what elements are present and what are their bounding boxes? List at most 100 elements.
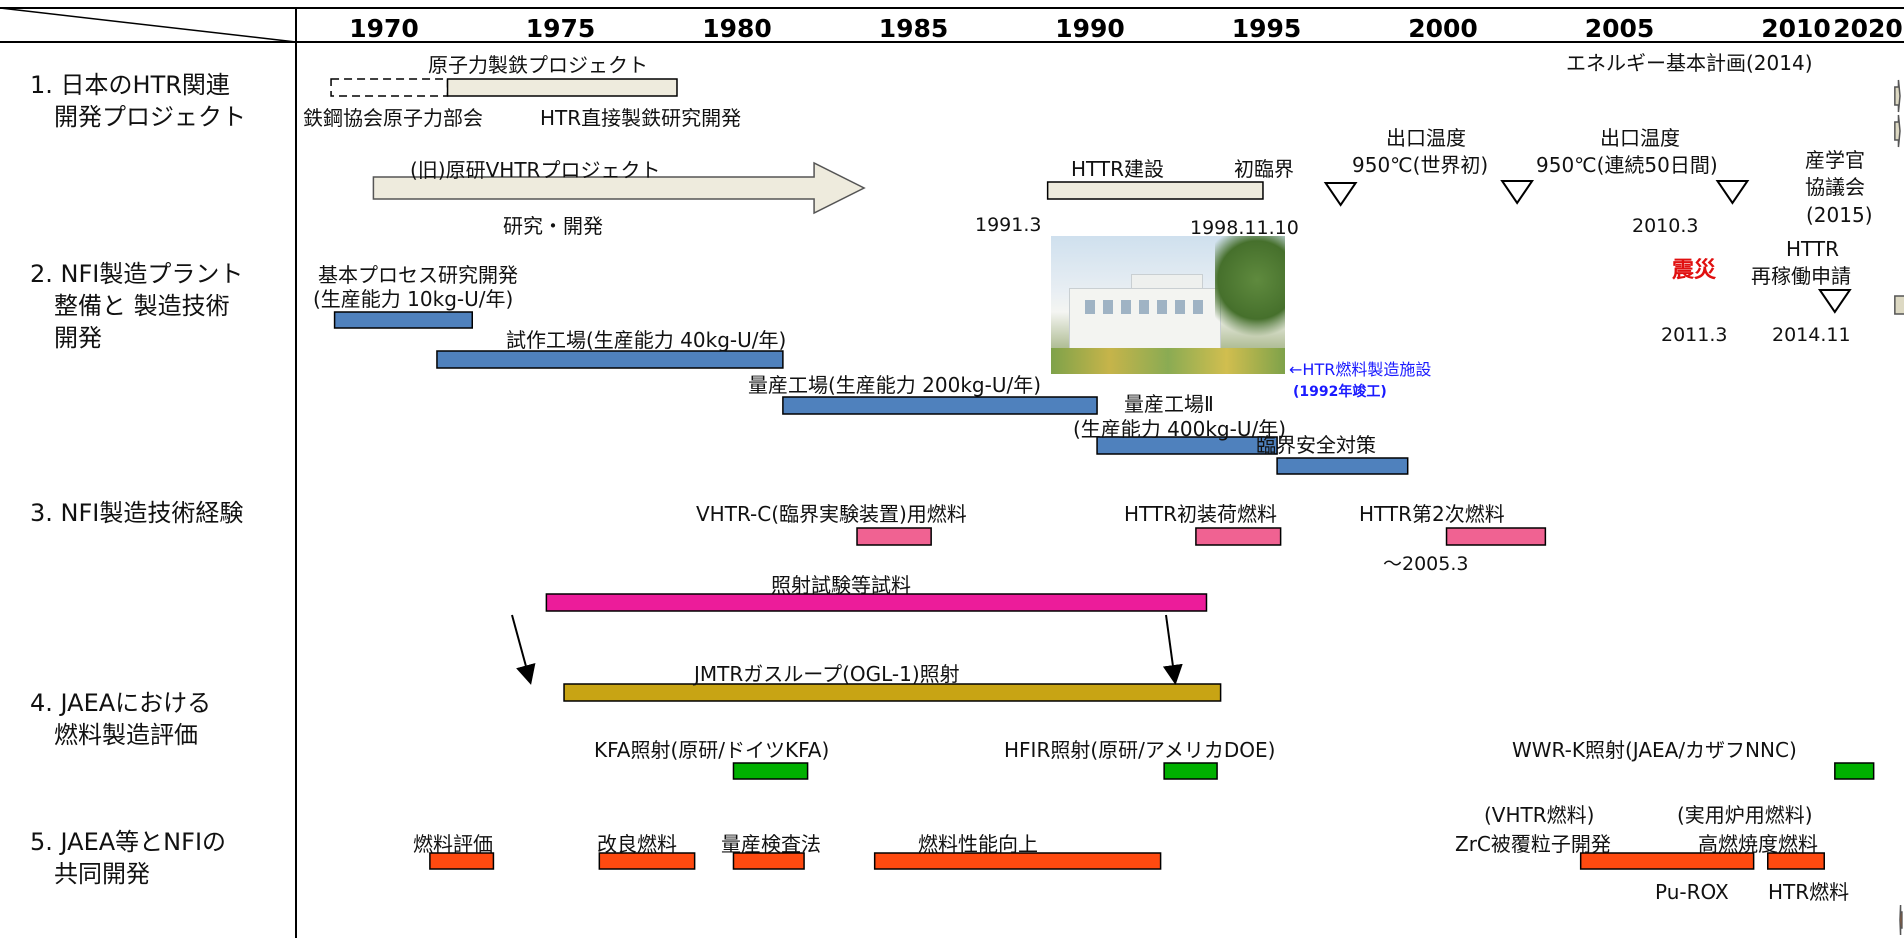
label-council-3: (2015): [1806, 203, 1873, 227]
httr-construction-bar: [1048, 182, 1263, 199]
first-criticality-marker: [1326, 183, 1356, 205]
label-date-1991: 1991.3: [975, 214, 1041, 236]
text-layer: 原子力製鉄プロジェクト 鉄鋼協会原子力部会 HTR直接製鉄研究開発 エネルギー基…: [303, 51, 1873, 904]
energy-plan-arrow-1: [1895, 80, 1900, 112]
label-continuous-50: 950℃(連続50日間): [1536, 153, 1718, 177]
row-label-2-line-1: 2. NFI製造プラント: [30, 258, 243, 290]
httr-second-fuel-bar: [1447, 528, 1546, 545]
row-label-1-line-1: 1. 日本のHTR関連: [30, 69, 246, 101]
prototype-plant-bar: [437, 351, 783, 368]
label-mass-plant2-2: (生産能力 400kg-U/年): [1073, 417, 1286, 441]
label-mass-inspection: 量産検査法: [721, 832, 821, 856]
label-irr-samples: 照射試験等試料: [771, 573, 911, 597]
connector-right-arrow: [1166, 615, 1175, 681]
row-label-2: 2. NFI製造プラント 整備と 製造技術 開発: [30, 258, 243, 354]
world-first-950c-marker: [1502, 181, 1532, 203]
facility-grass: [1051, 348, 1285, 374]
jmtr-loop-bar: [564, 684, 1221, 701]
energy-plan-arrow-2: [1895, 115, 1900, 147]
label-practical-fuel: (実用炉用燃料): [1677, 803, 1813, 827]
facility-tree: [1215, 236, 1285, 346]
row-label-2-line-2: 整備と 製造技術: [30, 290, 243, 322]
label-rnd: 研究・開発: [503, 214, 603, 238]
label-old-vhtr: (旧)原研VHTRプロジェクト: [410, 158, 660, 182]
label-basic-process-2: (生産能力 10kg-U/年): [313, 287, 513, 311]
label-earthquake: 震災: [1672, 258, 1717, 283]
connector-left-arrow: [512, 615, 530, 681]
httr-initial-fuel-bar: [1196, 528, 1281, 545]
row-label-4-line-1: 4. JAEAにおける: [30, 687, 211, 719]
label-restart-1: HTTR: [1786, 237, 1839, 261]
label-htr-fuel: HTR燃料: [1768, 880, 1849, 904]
label-htr-steel: HTR直接製鉄研究開発: [540, 106, 741, 130]
label-fuel-eval: 燃料評価: [413, 832, 493, 856]
year-label-2010: 2010: [1761, 14, 1831, 43]
label-httr-initial: HTTR初装荷燃料: [1124, 502, 1277, 526]
nuclear-steel-bar: [448, 79, 677, 96]
wwrk-irradiation-bar: [1835, 763, 1874, 779]
kfa-irradiation-bar: [733, 763, 807, 779]
label-date-2010: 2010.3: [1632, 215, 1698, 237]
year-label-1985: 1985: [879, 14, 949, 43]
label-kfa: KFA照射(原研/ドイツKFA): [594, 738, 829, 762]
row-label-5: 5. JAEA等とNFIの 共同開発: [30, 826, 226, 890]
label-steel-assoc: 鉄鋼協会原子力部会: [303, 106, 483, 130]
vhtrc-fuel-bar: [857, 528, 931, 545]
hfir-irradiation-bar: [1164, 763, 1217, 779]
fuel-facility-photo: [1051, 236, 1285, 374]
steel-dashed-bar: [331, 79, 447, 96]
label-hfir: HFIR照射(原研/アメリカDOE): [1004, 738, 1275, 762]
label-photo-caption-2: (1992年竣工): [1293, 383, 1387, 400]
label-mass-plant: 量産工場(生産能力 200kg-U/年): [748, 373, 1041, 397]
label-steel-project: 原子力製鉄プロジェクト: [428, 53, 648, 77]
row-label-4: 4. JAEAにおける 燃料製造評価: [30, 687, 211, 751]
milestones-layer: [1326, 181, 1850, 312]
label-high-burnup: 高燃焼度燃料: [1698, 832, 1818, 856]
year-label-2000: 2000: [1408, 14, 1478, 43]
facility-building: [1069, 288, 1221, 352]
label-vhtr-fuel: (VHTR燃料): [1484, 803, 1594, 827]
label-httr-construction: HTTR建設: [1071, 157, 1164, 181]
row-label-4-line-2: 燃料製造評価: [30, 719, 211, 751]
label-httr-second: HTTR第2次燃料: [1359, 502, 1505, 526]
label-improved-fuel: 改良燃料: [597, 832, 677, 856]
label-criticality-safety: 臨界安全対策: [1256, 433, 1376, 457]
label-council-1: 産学官: [1805, 148, 1865, 172]
label-wwrk: WWR-K照射(JAEA/カザフNNC): [1512, 738, 1797, 762]
label-outlet-temp-1: 出口温度: [1386, 126, 1466, 150]
label-energy-plan: エネルギー基本計画(2014): [1566, 51, 1813, 75]
row-label-1: 1. 日本のHTR関連 開発プロジェクト: [30, 69, 246, 133]
year-label-2005: 2005: [1585, 14, 1655, 43]
corner-diagonal: [0, 8, 296, 42]
continuous-50day-marker: [1717, 181, 1747, 203]
label-basic-process-1: 基本プロセス研究開発: [318, 263, 518, 287]
basic-process-bar: [335, 312, 473, 328]
year-label-1970: 1970: [349, 14, 419, 43]
label-date-2011: 2011.3: [1661, 324, 1727, 346]
label-photo-caption-1: ←HTR燃料製造施設: [1289, 360, 1431, 379]
year-label-1990: 1990: [1055, 14, 1125, 43]
row-label-3-line-1: 3. NFI製造技術経験: [30, 497, 243, 529]
label-date-2014: 2014.11: [1772, 324, 1851, 346]
criticality-safety-bar: [1277, 458, 1408, 474]
label-purox: Pu-ROX: [1655, 880, 1729, 904]
row-label-5-line-1: 5. JAEA等とNFIの: [30, 826, 226, 858]
label-fuel-perf: 燃料性能向上: [918, 832, 1038, 856]
label-first-criticality: 初臨界: [1234, 157, 1294, 181]
label-restart-2: 再稼働申請: [1751, 264, 1851, 288]
year-label-1975: 1975: [526, 14, 596, 43]
label-until-2005: ～2005.3: [1383, 553, 1468, 575]
label-outlet-temp-2: 出口温度: [1600, 126, 1680, 150]
htr-fuel-arrow: [1900, 905, 1902, 935]
label-council-2: 協議会: [1805, 175, 1865, 199]
mass-production-plant-bar: [783, 397, 1097, 414]
year-label-1995: 1995: [1232, 14, 1302, 43]
row-label-2-line-3: 開発: [30, 322, 243, 354]
label-zrc: ZrC被覆粒子開発: [1455, 832, 1611, 856]
restart-arrow: [1895, 289, 1904, 321]
row-label-3: 3. NFI製造技術経験: [30, 497, 243, 529]
row-label-1-line-2: 開発プロジェクト: [30, 101, 246, 133]
year-label-1980: 1980: [702, 14, 772, 43]
